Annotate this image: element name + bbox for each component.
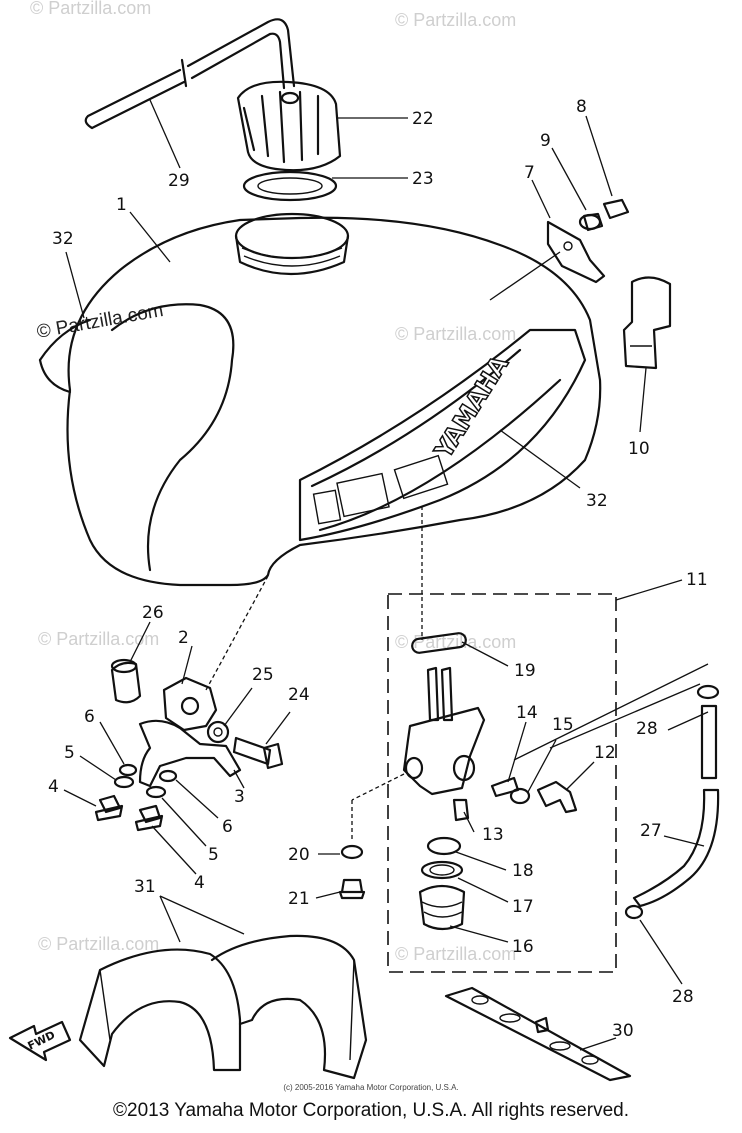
callout-6a: 6 bbox=[84, 707, 95, 727]
callout-16: 16 bbox=[512, 937, 534, 957]
tank-mount-hardware bbox=[63, 575, 291, 875]
watermark: © Partzilla.com bbox=[30, 0, 151, 18]
callout-labels: 1 2 3 4 4 5 5 6 6 7 8 9 10 11 12 13 14 1… bbox=[48, 97, 708, 1041]
callout-15: 15 bbox=[552, 715, 574, 735]
watermark: © Partzilla.com bbox=[38, 934, 159, 954]
callout-3: 3 bbox=[234, 787, 245, 807]
cap-gasket bbox=[242, 170, 408, 202]
callout-7: 7 bbox=[524, 163, 535, 183]
copyright-notice: ©2013 Yamaha Motor Corporation, U.S.A. A… bbox=[113, 1100, 629, 1121]
callout-32b: 32 bbox=[586, 491, 608, 511]
watermark: © Partzilla.com bbox=[395, 10, 516, 30]
callout-5b: 5 bbox=[208, 845, 219, 865]
callout-28b: 28 bbox=[672, 987, 694, 1007]
watermark: © Partzilla.com bbox=[35, 300, 165, 343]
fuel-cock-assembly bbox=[351, 632, 709, 943]
callout-32a: 32 bbox=[52, 229, 74, 249]
callout-19: 19 bbox=[514, 661, 536, 681]
tank-bracket bbox=[531, 115, 630, 284]
callout-10: 10 bbox=[628, 439, 650, 459]
forward-arrow: FWD bbox=[8, 1020, 72, 1062]
fender-covers bbox=[78, 895, 368, 1080]
callout-5a: 5 bbox=[64, 743, 75, 763]
tank-mount-plate bbox=[444, 986, 632, 1082]
callout-6b: 6 bbox=[222, 817, 233, 837]
callout-13: 13 bbox=[482, 825, 504, 845]
callout-26: 26 bbox=[142, 603, 164, 623]
drain-screw bbox=[315, 844, 366, 900]
fuel-tank bbox=[38, 211, 602, 640]
rubber-strap bbox=[622, 276, 672, 433]
callout-8: 8 bbox=[576, 97, 587, 117]
callout-4a: 4 bbox=[48, 777, 59, 797]
callout-31: 31 bbox=[134, 877, 156, 897]
watermark: © Partzilla.com bbox=[395, 324, 516, 344]
callout-9: 9 bbox=[540, 131, 551, 151]
watermark: © Partzilla.com bbox=[395, 944, 516, 964]
fuel-hose bbox=[624, 684, 720, 985]
callout-12: 12 bbox=[594, 743, 616, 763]
callout-27: 27 bbox=[640, 821, 662, 841]
callout-4b: 4 bbox=[194, 873, 205, 893]
callout-17: 17 bbox=[512, 897, 534, 917]
callout-14: 14 bbox=[516, 703, 538, 723]
watermark: © Partzilla.com bbox=[38, 629, 159, 649]
callout-29: 29 bbox=[168, 171, 190, 191]
callout-2: 2 bbox=[178, 628, 189, 648]
breather-hose bbox=[84, 18, 296, 169]
fuel-cock-assembly-box bbox=[387, 593, 617, 973]
fuel-cap bbox=[236, 80, 408, 172]
callout-22: 22 bbox=[412, 109, 434, 129]
callout-30: 30 bbox=[612, 1021, 634, 1041]
callout-20: 20 bbox=[288, 845, 310, 865]
callout-25: 25 bbox=[252, 665, 274, 685]
callout-28a: 28 bbox=[636, 719, 658, 739]
callout-23: 23 bbox=[412, 169, 434, 189]
callout-11: 11 bbox=[686, 570, 708, 590]
diagram-small-copyright: (c) 2005-2016 Yamaha Motor Corporation, … bbox=[283, 1083, 459, 1092]
tank-brand-logo: YAMAHA bbox=[429, 351, 514, 464]
callout-18: 18 bbox=[512, 861, 534, 881]
callout-21: 21 bbox=[288, 889, 310, 909]
callout-1: 1 bbox=[116, 195, 127, 215]
callout-24: 24 bbox=[288, 685, 310, 705]
